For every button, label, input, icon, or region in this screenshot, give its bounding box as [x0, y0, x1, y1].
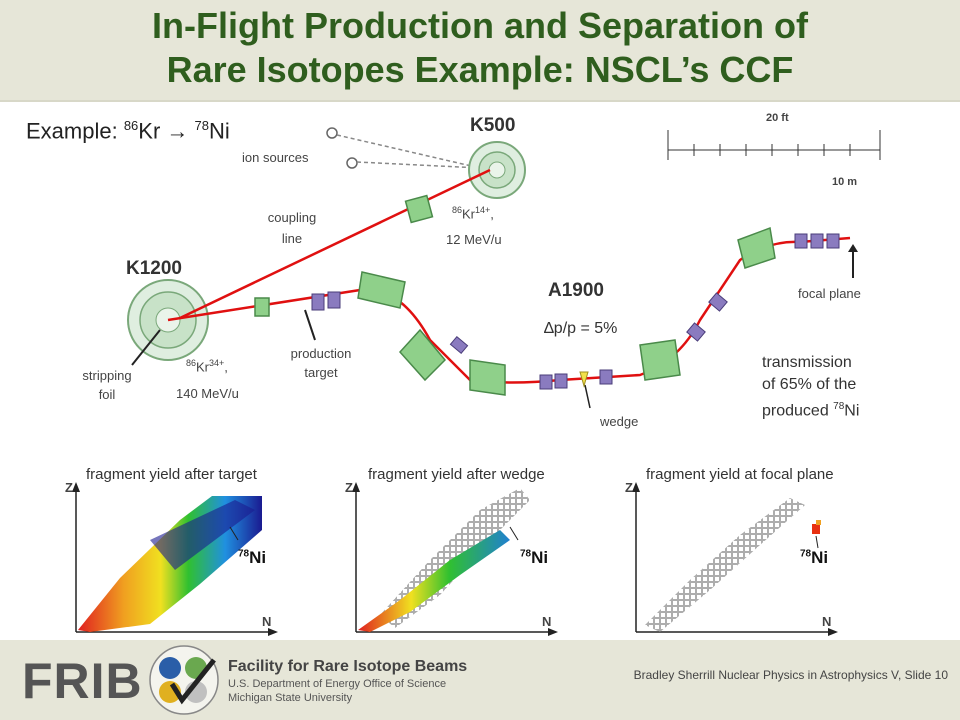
panel-2-n-axis: N: [542, 614, 552, 629]
quadrupoles: [311, 233, 840, 390]
slide-credit: Bradley Sherrill Nuclear Physics in Astr…: [633, 668, 948, 682]
panel-1-z-axis: Z: [65, 480, 73, 495]
kr34-label: 86Kr34+,: [186, 358, 228, 375]
k500-label: K500: [470, 115, 516, 136]
panel-3-ni78-label: 78Ni: [800, 548, 829, 567]
panel-2-title: fragment yield after wedge: [368, 466, 545, 483]
kr34-energy: 140 MeV/u: [176, 386, 239, 401]
momentum-acceptance: ∆p/p = 5%: [544, 320, 618, 337]
msu-line: Michigan State University: [228, 692, 353, 704]
scale-bar: [667, 130, 881, 160]
doe-line: U.S. Department of Energy Office of Scie…: [228, 678, 447, 690]
reaction-example: Example: 86Kr → 78Ni: [26, 118, 230, 144]
kr14-energy: 12 MeV/u: [446, 232, 502, 247]
facility-name: Facility for Rare Isotope Beams: [228, 658, 468, 675]
fragment-yield-panels: [72, 482, 838, 636]
coupling-line: [179, 168, 491, 320]
a1900-label: A1900: [548, 280, 604, 301]
panel-2: [352, 482, 558, 636]
panel-3-n-axis: N: [822, 614, 832, 629]
ion-sources: [326, 127, 481, 169]
panel-1-ni78-label: 78Ni: [238, 548, 267, 567]
dipole-magnets: [254, 194, 776, 396]
panel-2-z-axis: Z: [345, 480, 353, 495]
wedge-pointer: [584, 384, 591, 409]
transmission-note: transmission of 65% of the produced 78Ni: [762, 354, 860, 420]
panel-1-n-axis: N: [262, 614, 272, 629]
wedge-label: wedge: [600, 414, 639, 429]
scale-ft-label: 20 ft: [766, 112, 789, 124]
scale-m-label: 10 m: [832, 176, 858, 188]
title-line-1: In-Flight Production and Separation of: [152, 5, 808, 46]
panel-1: [72, 482, 278, 636]
ion-sources-label: ion sources: [242, 150, 309, 165]
kr14-label: 86Kr14+,: [452, 205, 494, 222]
frib-logo: FRIB: [22, 653, 143, 709]
k1200-label: K1200: [126, 258, 182, 279]
frib-emblem-icon: [149, 645, 219, 715]
k500-cyclotron: [468, 141, 526, 199]
title-divider: [0, 100, 960, 102]
panel-3-ni78-spot: [812, 524, 820, 534]
title-line-2: Rare Isotopes Example: NSCL’s CCF: [166, 49, 794, 90]
panel-3: [632, 482, 838, 636]
production-target-pointer: [304, 309, 316, 341]
facility-diagram: [127, 127, 881, 409]
checkmark-icon: [169, 658, 216, 705]
focal-plane-label: focal plane: [798, 286, 861, 301]
stripping-foil-pointer: [131, 329, 161, 366]
wedge-marker: [579, 371, 589, 388]
panel-3-title: fragment yield at focal plane: [646, 466, 834, 483]
panel-3-z-axis: Z: [625, 480, 633, 495]
panel-1-title: fragment yield after target: [86, 466, 257, 483]
title-banner: [0, 0, 960, 100]
panel-2-ni78-label: 78Ni: [520, 548, 549, 567]
panel-2-yield-band: [358, 530, 510, 632]
slide-title: In-Flight Production and Separation of R…: [0, 4, 960, 92]
